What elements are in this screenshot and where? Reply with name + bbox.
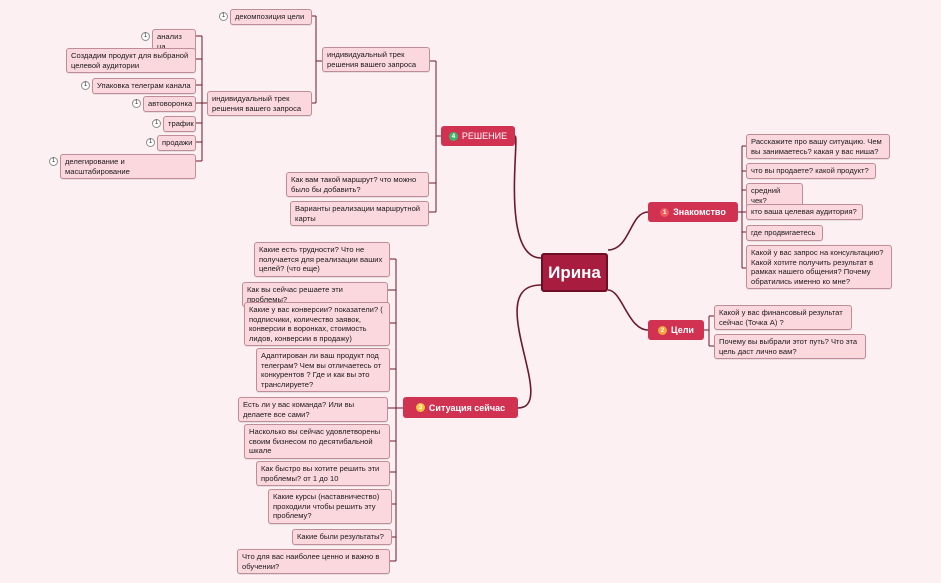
solution-route-question-text: Как вам такой маршрут? что можно было бы… <box>291 175 417 194</box>
topic-solution[interactable]: 4 РЕШЕНИЕ <box>441 126 515 146</box>
topic-acquaintance-label: Знакомство <box>673 207 726 217</box>
solution-track-mid-child-text: продажи <box>162 138 193 147</box>
number-1-icon: 1 <box>660 207 670 217</box>
situation-item[interactable]: Что для вас наиболее ценно и важно в обу… <box>237 549 390 575</box>
solution-track-mid-child-text: Создадим продукт для выбраной целевой ау… <box>71 51 189 70</box>
acquaintance-item-text: Расскажите про вашу ситуацию. Чем вы зан… <box>751 137 882 156</box>
solution-track-mid-child[interactable]: продажи <box>157 135 196 151</box>
solution-track-mid[interactable]: индивидуальный трек решения вашего запро… <box>207 91 312 117</box>
solution-track-mid-child-text: делегирование и масштабирование <box>65 157 130 176</box>
situation-item-text: Какие курсы (наставничество) проходили ч… <box>273 492 380 521</box>
solution-track-mid-child[interactable]: автоворонка <box>143 96 196 112</box>
situation-item-text: Какие у вас конверсии? показатели? ( под… <box>249 305 383 343</box>
solution-track-top-text: индивидуальный трек решения вашего запро… <box>327 50 417 69</box>
number-2-icon: 2 <box>658 325 668 335</box>
situation-item-text: Адаптирован ли ваш продукт под телеграм?… <box>261 351 382 389</box>
collapse-marker-icon[interactable]: 1 <box>152 119 161 128</box>
solution-track-mid-child[interactable]: делегирование и масштабирование <box>60 154 196 180</box>
number-3-icon: 3 <box>415 403 425 412</box>
topic-goals[interactable]: 2 Цели <box>648 320 704 340</box>
collapse-marker-icon[interactable]: 1 <box>81 81 90 90</box>
situation-item[interactable]: Какие есть трудности? Что не получается … <box>254 242 390 277</box>
solution-track-top[interactable]: индивидуальный трек решения вашего запро… <box>322 47 430 73</box>
topic-solution-label: РЕШЕНИЕ <box>461 131 508 141</box>
situation-item[interactable]: Какие были результаты? <box>292 529 392 545</box>
situation-item[interactable]: Адаптирован ли ваш продукт под телеграм?… <box>256 348 390 393</box>
topic-situation-label: Ситуация сейчас <box>428 402 506 413</box>
acquaintance-item[interactable]: Расскажите про вашу ситуацию. Чем вы зан… <box>746 134 890 160</box>
collapse-marker-icon[interactable]: 1 <box>219 12 228 21</box>
acquaintance-item-text: что вы продаете? какой продукт? <box>751 166 869 175</box>
situation-item-text: Что для вас наиболее ценно и важно в обу… <box>242 552 380 571</box>
acquaintance-item-text: где продвигаетесь <box>751 228 816 237</box>
topic-situation[interactable]: 3 Ситуация сейчас <box>403 397 518 418</box>
goals-item[interactable]: Какой у вас финансовый результат сейчас … <box>714 305 852 331</box>
goals-item[interactable]: Почему вы выбрали этот путь? Что эта цел… <box>714 334 866 360</box>
acquaintance-item[interactable]: кто ваша целевая аудитория? <box>746 204 863 220</box>
root-topic[interactable]: Ирина <box>541 253 608 292</box>
solution-track-mid-child[interactable]: трафик <box>163 116 196 132</box>
collapse-marker-icon[interactable]: 1 <box>132 99 141 108</box>
situation-item-text: Как вы сейчас решаете эти проблемы? <box>247 285 343 304</box>
situation-item[interactable]: Какие курсы (наставничество) проходили ч… <box>268 489 392 524</box>
solution-track-mid-child-text: анализ ца <box>157 32 182 51</box>
number-4-icon: 4 <box>448 131 458 141</box>
acquaintance-item[interactable]: средний чек? <box>746 183 803 209</box>
acquaintance-item-text: Какой у вас запрос на консультацию? Како… <box>751 248 884 286</box>
acquaintance-item-text: средний чек? <box>751 186 781 205</box>
situation-item[interactable]: Есть ли у вас команда? Или вы делаете вс… <box>238 397 388 423</box>
situation-item[interactable]: Какие у вас конверсии? показатели? ( под… <box>244 302 390 347</box>
situation-item-text: Есть ли у вас команда? Или вы делаете вс… <box>243 400 355 419</box>
collapse-marker-icon[interactable]: 1 <box>141 32 150 41</box>
acquaintance-item[interactable]: где продвигаетесь <box>746 225 823 241</box>
solution-route-question[interactable]: Как вам такой маршрут? что можно было бы… <box>286 172 429 198</box>
topic-acquaintance[interactable]: 1 Знакомство <box>648 202 738 222</box>
situation-item-text: Насколько вы сейчас удовлетворены своим … <box>249 427 381 456</box>
root-label: Ирина <box>548 262 601 282</box>
situation-item-text: Какие есть трудности? Что не получается … <box>259 245 383 274</box>
solution-track-top-child-text: декомпозиция цели <box>235 12 305 21</box>
solution-track-mid-child[interactable]: Создадим продукт для выбраной целевой ау… <box>66 48 196 74</box>
situation-item[interactable]: Как быстро вы хотите решить эти проблемы… <box>256 461 390 487</box>
situation-item[interactable]: Насколько вы сейчас удовлетворены своим … <box>244 424 390 459</box>
solution-track-top-child[interactable]: декомпозиция цели <box>230 9 312 25</box>
acquaintance-item-text: кто ваша целевая аудитория? <box>751 207 857 216</box>
topic-goals-label: Цели <box>671 325 694 335</box>
solution-track-mid-child-text: автоворонка <box>148 99 193 108</box>
solution-track-mid-child-text: трафик <box>168 119 194 128</box>
collapse-marker-icon[interactable]: 1 <box>49 157 58 166</box>
solution-route-variants-text: Варианты реализации маршрутной карты <box>295 204 421 223</box>
situation-item-text: Какие были результаты? <box>297 532 384 541</box>
goals-item-text: Почему вы выбрали этот путь? Что эта цел… <box>719 337 858 356</box>
solution-route-variants[interactable]: Варианты реализации маршрутной карты <box>290 201 429 227</box>
solution-track-mid-text: индивидуальный трек решения вашего запро… <box>212 94 302 113</box>
situation-item-text: Как быстро вы хотите решить эти проблемы… <box>261 464 380 483</box>
acquaintance-item[interactable]: Какой у вас запрос на консультацию? Како… <box>746 245 892 290</box>
goals-item-text: Какой у вас финансовый результат сейчас … <box>719 308 843 327</box>
solution-track-mid-child[interactable]: Упаковка телеграм канала <box>92 78 196 94</box>
solution-track-mid-child-text: Упаковка телеграм канала <box>97 81 191 90</box>
acquaintance-item[interactable]: что вы продаете? какой продукт? <box>746 163 876 179</box>
collapse-marker-icon[interactable]: 1 <box>146 138 155 147</box>
